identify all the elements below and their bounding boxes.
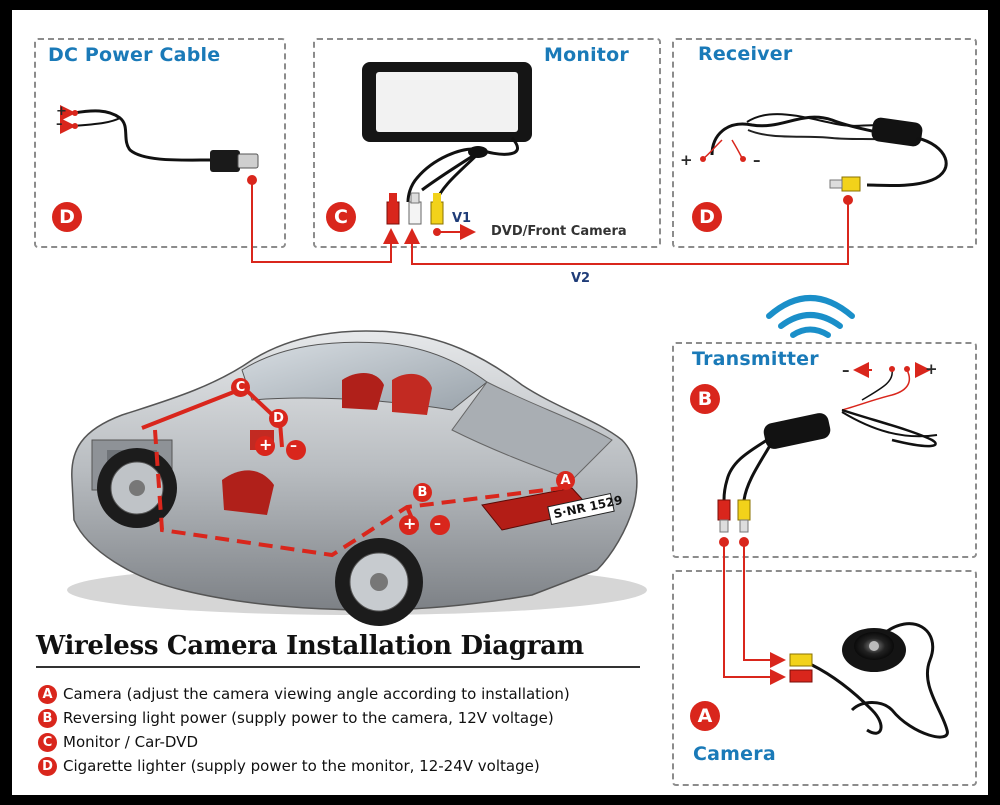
monitor-device [362,62,532,225]
camera-box [672,570,977,786]
receiver-plus-label: + [680,151,693,169]
dc-power-title: DC Power Cable [48,44,221,66]
transmitter-title: Transmitter [692,348,819,370]
dvd-front-camera-label: DVD/Front Camera [491,224,627,239]
dc-power-box [34,38,286,248]
receiver-device [700,113,948,192]
car-marker-a: A [556,471,575,490]
legend-badge-b: B [38,708,57,728]
transmitter-device [717,366,938,533]
legend-text-b: Reversing light power (supply power to t… [63,709,554,727]
car-plus-2: + [403,514,417,533]
v1-label: V1 [452,211,472,226]
car-plus-1: + [259,435,273,454]
receiver-badge: D [692,202,722,232]
legend-badge-d: D [38,756,57,776]
camera-title: Camera [693,743,776,765]
receiver-minus-label: – [753,151,761,169]
wireless-signal-icon [766,295,855,338]
car-marker-b: B [413,483,432,502]
title-divider [36,666,640,668]
transmitter-minus-label: – [842,361,850,379]
v2-label: V2 [571,271,591,286]
legend: A Camera (adjust the camera viewing angl… [38,682,570,778]
receiver-title: Receiver [698,43,793,65]
legend-text-a: Camera (adjust the camera viewing angle … [63,685,570,703]
diagram-title: Wireless Camera Installation Diagram [36,631,584,661]
legend-badge-c: C [38,732,57,752]
transmitter-badge: B [690,384,720,414]
dc-power-cable [60,105,259,172]
transmitter-plus-label: + [925,360,938,378]
legend-text-d: Cigarette lighter (supply power to the m… [63,757,540,775]
car-marker-d: D [269,409,288,428]
wiring [247,175,931,685]
dc-minus-label: – [56,117,63,132]
dc-plus-label: + [56,104,67,119]
legend-item-c: C Monitor / Car-DVD [38,730,570,754]
monitor-title: Monitor [544,44,629,66]
car-minus-1: – [290,438,297,454]
receiver-box [672,38,977,248]
legend-text-c: Monitor / Car-DVD [63,733,198,751]
camera-badge: A [690,701,720,731]
monitor-badge: C [326,202,356,232]
legend-badge-a: A [38,684,57,704]
legend-item-b: B Reversing light power (supply power to… [38,706,570,730]
camera-device [789,622,949,739]
diagram-drawing [60,62,949,739]
car-minus-2: – [434,516,441,532]
monitor-box [313,38,661,248]
car-illustration [67,330,647,626]
dc-power-badge: D [52,202,82,232]
transmitter-box [672,342,977,558]
legend-item-a: A Camera (adjust the camera viewing angl… [38,682,570,706]
legend-item-d: D Cigarette lighter (supply power to the… [38,754,570,778]
diagram-canvas: DC Power Cable Monitor Receiver Transmit… [12,10,988,795]
car-marker-c: C [231,378,250,397]
